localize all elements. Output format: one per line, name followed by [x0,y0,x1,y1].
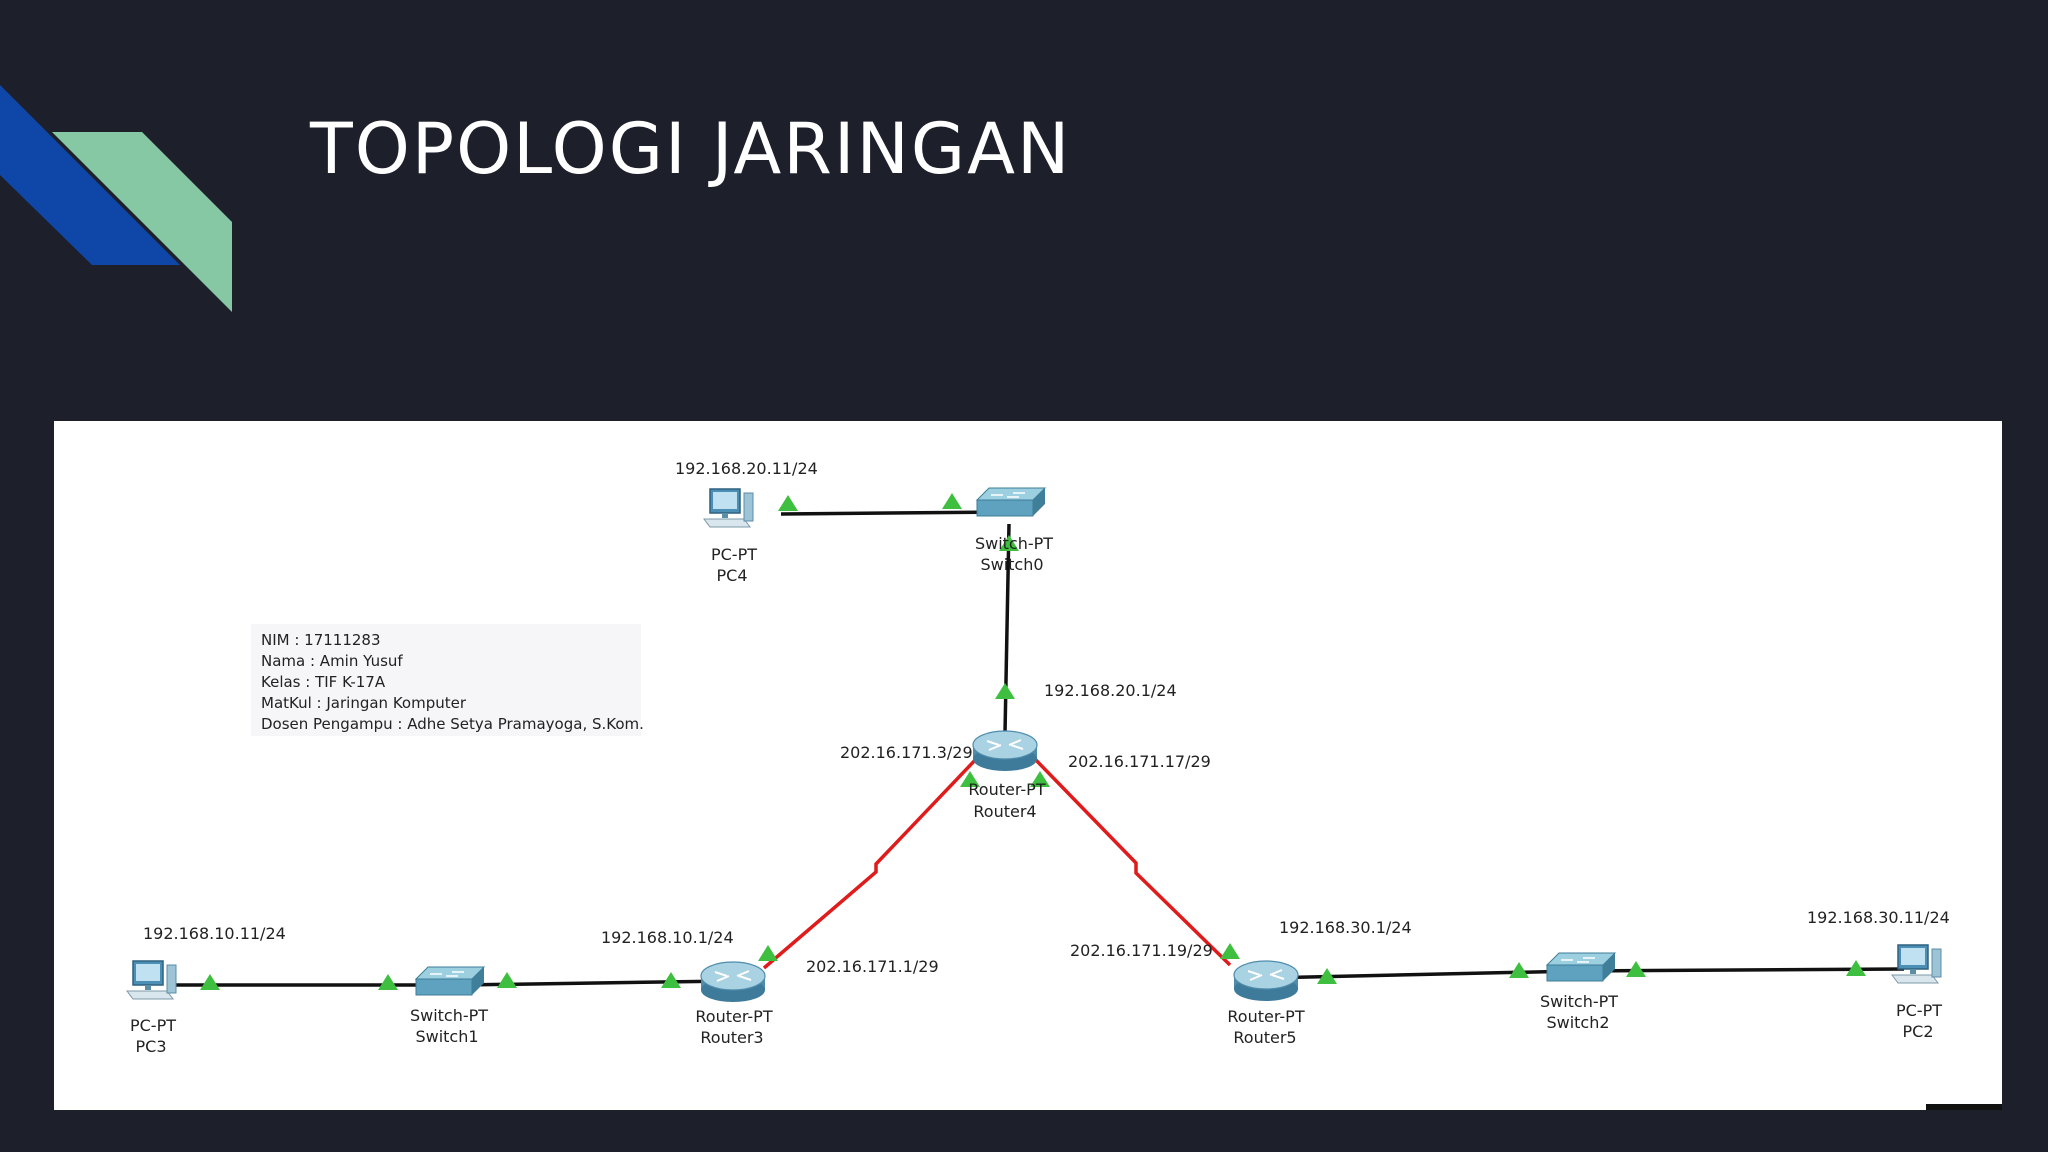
port-indicator [1317,968,1337,984]
device-name-label: Switch1 [415,1027,478,1046]
info-line-nama: Nama : Amin Yusuf [261,652,403,670]
link-router5-switch2 [1264,969,1579,980]
switch1-device[interactable]: Switch-PT Switch1 [410,966,488,1046]
port-indicators [200,493,1866,990]
router-icon [700,961,766,1003]
port-indicator [1030,771,1050,787]
router-icon [1233,960,1299,1002]
topology-diagram: PC-PT PC4 Switch-PT Switch0 Router-PT Ro… [126,459,2002,1110]
pc4-device[interactable]: PC-PT PC4 [703,488,757,585]
info-line-kelas: Kelas : TIF K-17A [261,673,386,691]
ip-label-router4-lan: 192.168.20.1/24 [1044,681,1177,700]
ip-label-router5-wan: 202.16.171.19/29 [1070,941,1213,960]
port-indicator [200,974,220,990]
device-name-label: Router3 [700,1028,763,1047]
router4-device[interactable]: Router-PT Router4 [968,730,1046,821]
port-indicator [942,493,962,509]
device-name-label: PC2 [1903,1022,1934,1041]
router-icon [972,730,1038,772]
pc-icon [703,488,754,528]
switch-icon [1546,952,1616,982]
pc3-device[interactable]: PC-PT PC3 [126,960,177,1056]
ip-label-router3-wan: 202.16.171.1/29 [806,957,939,976]
device-type-label: PC-PT [130,1016,176,1035]
port-indicator [1220,943,1240,959]
device-type-label: Switch-PT [410,1006,488,1025]
device-type-label: Router-PT [695,1007,772,1026]
decoration-green-stripe [52,132,232,312]
port-indicator [1846,960,1866,976]
device-type-label: Switch-PT [975,534,1053,553]
port-indicator [995,683,1015,699]
router5-device[interactable]: Router-PT Router5 [1227,960,1305,1047]
switch-icon [415,966,485,996]
port-indicator [1626,961,1646,977]
info-line-matkul: MatKul : Jaringan Komputer [261,694,466,712]
ip-label-router3-lan: 192.168.10.1/24 [601,928,734,947]
pc2-device[interactable]: PC-PT PC2 [1891,944,1942,1041]
switch2-device[interactable]: Switch-PT Switch2 [1540,952,1618,1032]
switch0-device[interactable]: Switch-PT Switch0 [975,487,1053,574]
corner-decoration [0,85,232,312]
serial-link-router4-router5 [1030,754,1232,967]
ip-label-pc2: 192.168.30.11/24 [1807,908,1950,927]
device-name-label: Switch0 [980,555,1043,574]
ip-label-router4-left: 202.16.171.3/29 [840,743,973,762]
ip-label-pc3: 192.168.10.11/24 [143,924,286,943]
pc-icon [1891,944,1942,984]
ip-label-pc4: 192.168.20.11/24 [675,459,818,478]
device-name-label: PC3 [136,1037,167,1056]
device-name-label: Router4 [973,802,1036,821]
serial-link-router4-router3 [762,754,981,970]
device-type-label: Router-PT [1227,1007,1304,1026]
device-name-label: Router5 [1233,1028,1296,1047]
device-name-label: Switch2 [1546,1013,1609,1032]
slide-title: TOPOLOGI JARINGAN [310,108,1072,190]
device-type-label: Switch-PT [1540,992,1618,1011]
link-pc4-switch0 [780,510,1010,516]
ip-label-router5-lan: 192.168.30.1/24 [1279,918,1412,937]
info-line-nim: NIM : 17111283 [261,631,381,649]
switch-icon [976,487,1046,517]
port-indicator [1509,962,1529,978]
router3-device[interactable]: Router-PT Router3 [695,961,773,1047]
info-line-dosen: Dosen Pengampu : Adhe Setya Pramayoga, S… [261,715,644,733]
port-indicator [999,535,1019,551]
port-indicator [960,771,980,787]
device-type-label: Router-PT [968,780,1045,799]
port-indicator [661,972,681,988]
decoration-blue-stripe [0,85,180,265]
port-indicator [378,974,398,990]
device-name-label: PC4 [717,566,748,585]
device-type-label: PC-PT [1896,1001,1942,1020]
info-note: NIM : 17111283 Nama : Amin Yusuf Kelas :… [251,624,644,736]
topology-canvas: PC-PT PC4 Switch-PT Switch0 Router-PT Ro… [54,421,2002,1110]
device-type-label: PC-PT [711,545,757,564]
ip-label-router4-right: 202.16.171.17/29 [1068,752,1211,771]
port-indicator [778,495,798,511]
port-indicator [497,972,517,988]
pc-icon [126,960,177,1000]
canvas-corner-mark [1926,1104,2002,1110]
port-indicator [758,945,778,961]
